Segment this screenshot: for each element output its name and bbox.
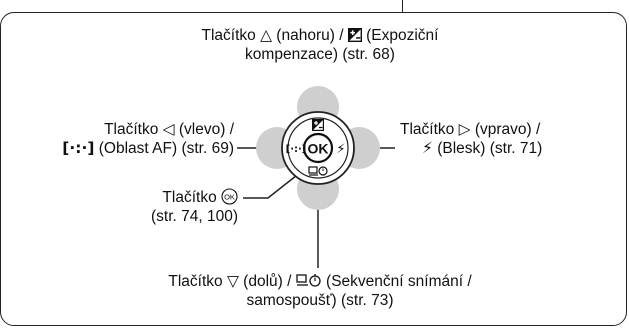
- sequential-self-timer-icon: [296, 274, 321, 287]
- exposure-compensation-icon: [312, 119, 325, 132]
- bottom-label-line1: Tlačítko ▽ (dolů) / (Sekvenční snímání /: [100, 272, 540, 291]
- left-label-line1: Tlačítko ◁ (vlevo) /: [20, 120, 234, 139]
- top-label-middle: (nahoru) /: [276, 27, 344, 44]
- svg-text:OK: OK: [224, 193, 235, 202]
- left-label-text: (Oblast AF) (str. 69): [98, 140, 234, 157]
- exposure-compensation-icon: [347, 28, 362, 43]
- right-triangle-icon: ▷: [458, 120, 471, 138]
- right-button-description: Tlačítko ▷ (vpravo) / ⚡ (Blesk) (str. 71…: [400, 120, 615, 158]
- bottom-label-line2: samospoušť) (str. 73): [246, 292, 394, 309]
- ok-label-line1: Tlačítko OK: [60, 188, 238, 207]
- ok-button-label: OK: [308, 141, 329, 157]
- top-connector-line: [402, 0, 403, 13]
- right-label-prefix: Tlačítko: [400, 121, 455, 138]
- ok-button-circle: [302, 132, 334, 164]
- ok-circle-icon: OK: [221, 188, 238, 205]
- bottom-label-prefix: Tlačítko: [168, 273, 223, 290]
- top-label-line1: Tlačítko △ (nahoru) / (Expoziční: [140, 26, 500, 45]
- left-label-prefix: Tlačítko: [104, 121, 159, 138]
- right-label-text: (Blesk) (str. 71): [437, 140, 543, 157]
- top-label-line2: kompenzace) (str. 68): [245, 46, 395, 63]
- bottom-button-description: Tlačítko ▽ (dolů) / (Sekvenční snímání /…: [100, 272, 540, 310]
- top-label-prefix: Tlačítko: [201, 27, 256, 44]
- leader-line-ok: [243, 167, 307, 199]
- right-label-suffix: (vpravo) /: [474, 121, 541, 138]
- sequential-self-timer-icon: [308, 166, 328, 176]
- top-label-suffix: (Expoziční: [366, 27, 439, 44]
- top-button-description: Tlačítko △ (nahoru) / (Expoziční kompenz…: [140, 26, 500, 64]
- ok-label-line2: (str. 74, 100): [150, 208, 238, 225]
- left-triangle-icon: ◁: [162, 120, 175, 138]
- left-label-line2: [·:·] (Oblast AF) (str. 69): [20, 139, 234, 158]
- up-triangle-icon: △: [260, 26, 272, 44]
- af-area-icon: [·:·]: [286, 144, 307, 155]
- bottom-label-suffix: (Sekvenční snímání /: [326, 273, 472, 290]
- flash-icon: ⚡: [336, 142, 345, 157]
- right-label-line1: Tlačítko ▷ (vpravo) /: [400, 120, 615, 139]
- right-label-line2: ⚡ (Blesk) (str. 71): [400, 139, 615, 158]
- left-button-description: Tlačítko ◁ (vlevo) / [·:·] (Oblast AF) (…: [20, 120, 234, 158]
- left-label-suffix: (vlevo) /: [178, 121, 234, 138]
- flash-icon: ⚡: [422, 139, 433, 157]
- ok-label-prefix: Tlačítko: [162, 189, 217, 206]
- down-triangle-icon: ▽: [226, 272, 239, 290]
- bottom-label-middle: (dolů) /: [243, 273, 292, 290]
- ok-button-description: Tlačítko OK (str. 74, 100): [60, 188, 238, 226]
- af-area-icon: [·:·]: [62, 139, 95, 157]
- diagram-frame: [0, 12, 627, 326]
